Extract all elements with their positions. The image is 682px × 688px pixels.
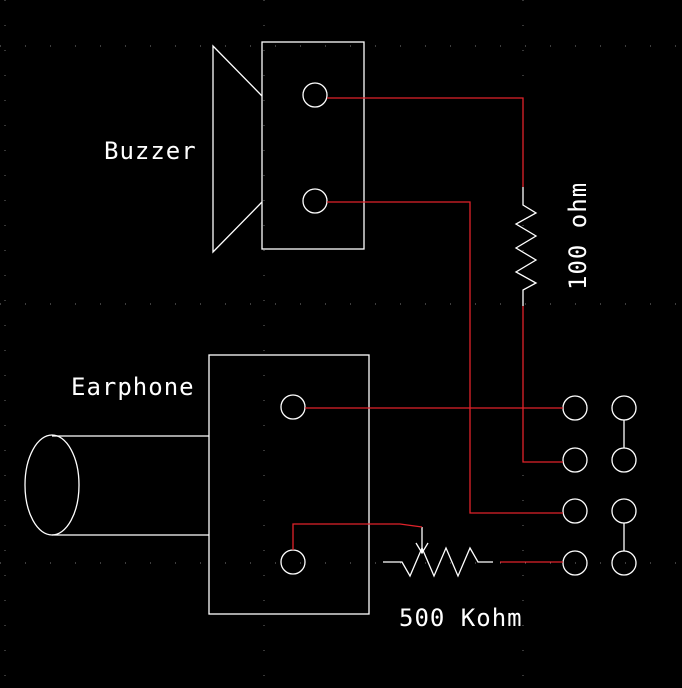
buzzer-label: Buzzer <box>104 137 197 165</box>
wires <box>292 97 563 563</box>
earphone-label: Earphone <box>71 373 195 401</box>
variable-resistor-label: 500 Kohm <box>399 604 523 632</box>
variable-resistor-zigzag <box>383 546 493 578</box>
terminal-b-2[interactable] <box>611 447 637 473</box>
variable-resistor-arrow <box>415 542 429 555</box>
buzzer-horn <box>212 44 263 254</box>
terminal-a-4[interactable] <box>562 550 588 576</box>
terminal-a-3[interactable] <box>562 498 588 524</box>
terminal-b-3[interactable] <box>611 498 637 524</box>
wire-earphone-pin2-to-wiper <box>292 523 423 550</box>
wire-buzzer-pin1-to-resistor <box>327 97 524 187</box>
resistor-100-ohm-label: 100 ohm <box>564 182 592 290</box>
terminal-block <box>562 395 637 576</box>
terminal-b-4[interactable] <box>611 550 637 576</box>
earphone-pin-1[interactable] <box>280 394 306 420</box>
earphone-body <box>208 354 370 615</box>
buzzer-symbol <box>212 41 365 254</box>
variable-resistor-500-kohm <box>383 527 493 578</box>
terminal-b-1[interactable] <box>611 395 637 421</box>
buzzer-pin-2[interactable] <box>302 188 328 214</box>
resistor-100-ohm <box>514 187 538 306</box>
terminal-a-2[interactable] <box>562 447 588 473</box>
buzzer-pin-1[interactable] <box>302 82 328 108</box>
buzzer-body <box>261 41 365 250</box>
wire-resistor-to-terminal-a2 <box>522 306 563 463</box>
wire-buzzer-pin2-to-terminal-a3 <box>327 201 563 514</box>
earphone-plug-end <box>24 434 80 536</box>
earphone-pin-2[interactable] <box>280 549 306 575</box>
terminal-a-1[interactable] <box>562 395 588 421</box>
earphone-symbol <box>24 354 370 615</box>
